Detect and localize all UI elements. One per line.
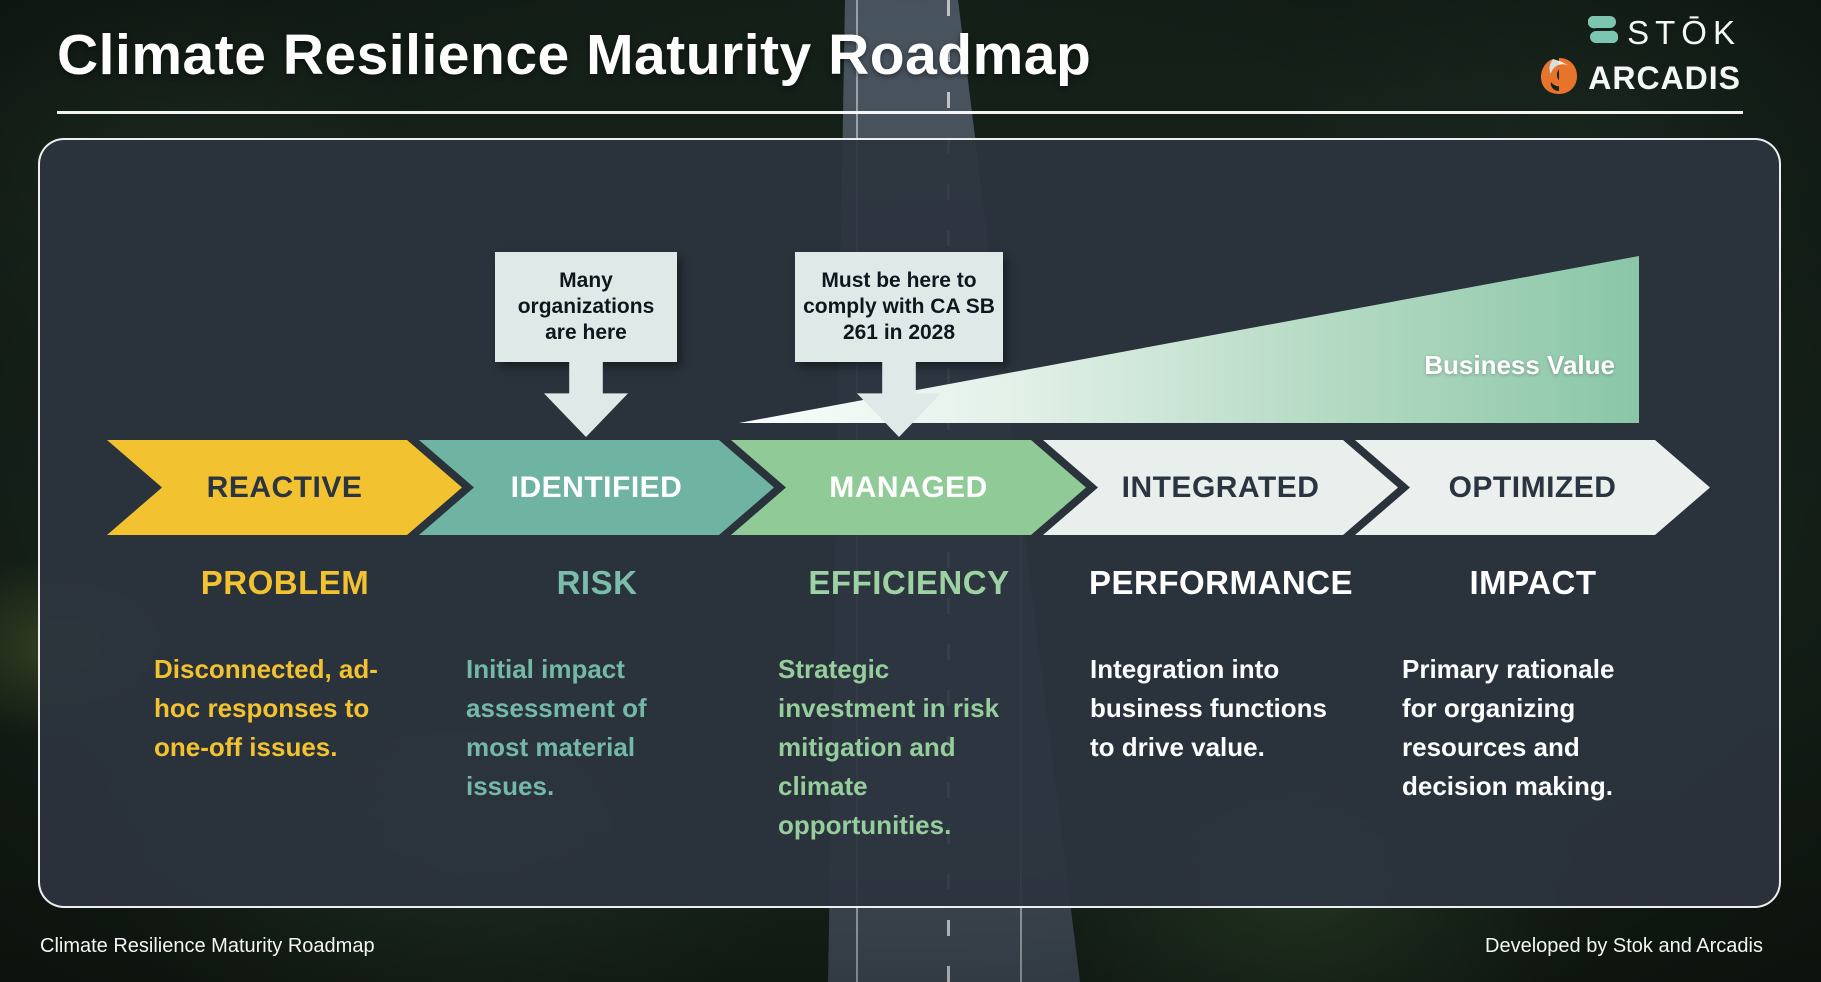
footer-attribution: Developed by Stok and Arcadis [1485, 935, 1763, 957]
business-value-label: Business Value [1424, 350, 1615, 380]
callout-many-organizations: Many organizations are here [495, 252, 677, 362]
arcadis-icon [1539, 57, 1579, 100]
stage-category-risk: RISK [556, 564, 638, 601]
stok-wordmark: STŌK [1627, 13, 1741, 51]
arcadis-logo: ARCADIS [1539, 57, 1741, 100]
stage-description-optimized: Primary rationale for organizing resourc… [1402, 654, 1615, 801]
stage-arrow-reactive: REACTIVE [107, 440, 462, 535]
stage-arrow-integrated: INTEGRATED [1043, 440, 1398, 535]
stage-category-performance: PERFORMANCE [1088, 564, 1353, 601]
stage-arrow-label: MANAGED [829, 470, 988, 504]
stage-arrow-managed: MANAGED [731, 440, 1086, 535]
callout-down-arrow-icon [544, 359, 628, 437]
stage-arrow-optimized: OPTIMIZED [1355, 440, 1710, 535]
stok-logo: STŌK [1587, 13, 1741, 52]
callout-down-arrow-icon [857, 359, 941, 437]
stage-category-problem: PROBLEM [200, 564, 370, 601]
stage-arrow-label: INTEGRATED [1121, 470, 1320, 504]
page-title: Climate Resilience Maturity Roadmap [57, 23, 1092, 87]
stage-description-integrated: Integration into business functions to d… [1090, 654, 1327, 762]
stage-category-efficiency: EFFICIENCY [808, 564, 1010, 601]
stage-arrow-identified: IDENTIFIED [419, 440, 774, 535]
stage-description-managed: Strategic investment in risk mitigation … [778, 654, 1000, 840]
stage-description-reactive: Disconnected, ad-hoc responses to one-of… [154, 654, 378, 762]
stage-category-impact: IMPACT [1469, 564, 1597, 601]
arcadis-wordmark: ARCADIS [1588, 60, 1741, 96]
stage-arrow-label: IDENTIFIED [510, 470, 683, 504]
footer-title: Climate Resilience Maturity Roadmap [40, 935, 375, 957]
stage-description-identified: Initial impact assessment of most materi… [466, 654, 647, 801]
stage-arrow-label: OPTIMIZED [1448, 470, 1617, 504]
roadmap-panel: Business Value Many organizations are he… [38, 138, 1781, 908]
stok-icon [1587, 13, 1619, 52]
title-underline [57, 111, 1743, 114]
callout-sb261-compliance: Must be here to comply with CA SB 261 in… [795, 252, 1003, 362]
stage-arrow-label: REACTIVE [206, 470, 363, 504]
